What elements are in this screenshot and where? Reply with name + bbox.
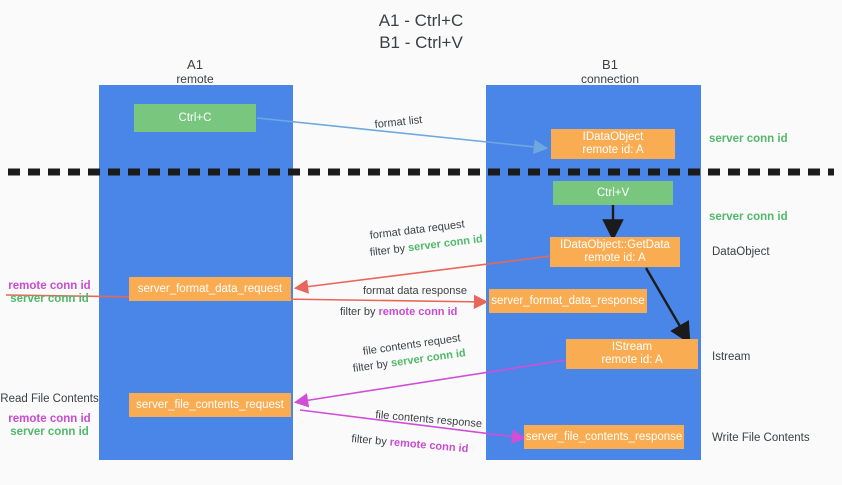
right-label-istream: Istream bbox=[712, 350, 750, 364]
box-ctrl-c-label: Ctrl+C bbox=[179, 112, 212, 125]
right-label-dataobject: DataObject bbox=[712, 245, 770, 259]
box-istream-remote-id: remote id: A bbox=[601, 354, 662, 367]
edge-label-format-data-response-filter: filter by remote conn id bbox=[340, 305, 457, 319]
right-label-server-conn-id-top: server conn id bbox=[709, 132, 788, 146]
box-server-format-data-response[interactable]: server_format_data_response bbox=[489, 289, 647, 313]
filter-prefix: filter by bbox=[369, 242, 409, 259]
box-idataobject-remote-id: remote id: A bbox=[582, 144, 643, 157]
column-header-b1-subtitle: connection bbox=[540, 72, 680, 86]
box-server-format-data-response-label: server_format_data_response bbox=[491, 295, 644, 308]
box-ctrl-c[interactable]: Ctrl+C bbox=[134, 104, 256, 132]
box-server-file-contents-request[interactable]: server_file_contents_request bbox=[129, 393, 291, 417]
box-ctrl-v-label: Ctrl+V bbox=[597, 187, 629, 200]
box-server-file-contents-response-label: server_file_contents_response bbox=[526, 431, 683, 444]
column-header-a1: A1 remote bbox=[130, 58, 260, 86]
box-server-file-contents-request-label: server_file_contents_request bbox=[136, 399, 284, 412]
box-idataobject-label: IDataObject bbox=[583, 131, 644, 144]
right-label-server-conn-id-second: server conn id bbox=[709, 210, 788, 224]
right-label-write-file-contents: Write File Contents bbox=[712, 431, 810, 445]
title-line-2: B1 - Ctrl+V bbox=[0, 32, 842, 54]
filter-prefix: filter by bbox=[352, 358, 392, 375]
box-idataobject[interactable]: IDataObject remote id: A bbox=[551, 129, 675, 159]
edge-label-file-contents-response-filter: filter by remote conn id bbox=[351, 432, 469, 456]
box-idataobject-getdata[interactable]: IDataObject::GetData remote id: A bbox=[550, 237, 680, 267]
box-server-format-data-request-label: server_format_data_request bbox=[138, 283, 282, 296]
page-title: A1 - Ctrl+C B1 - Ctrl+V bbox=[0, 10, 842, 54]
edge-label-file-contents-response: file contents response bbox=[375, 408, 483, 431]
filter-value-remote-conn-id: remote conn id bbox=[389, 436, 469, 455]
filter-value-remote-conn-id: remote conn id bbox=[379, 306, 458, 318]
box-idataobject-getdata-remote-id: remote id: A bbox=[584, 252, 645, 265]
title-line-1: A1 - Ctrl+C bbox=[0, 10, 842, 32]
box-server-format-data-request[interactable]: server_format_data_request bbox=[129, 277, 291, 301]
edge-label-format-list: format list bbox=[374, 113, 423, 132]
left-label-format-server-conn-id: server conn id bbox=[0, 292, 99, 306]
column-header-a1-name: A1 bbox=[130, 58, 260, 72]
column-header-b1-name: B1 bbox=[540, 58, 680, 72]
column-header-a1-subtitle: remote bbox=[130, 72, 260, 86]
left-label-file-server-conn-id: server conn id bbox=[0, 425, 99, 439]
column-header-b1: B1 connection bbox=[540, 58, 680, 86]
left-label-file-remote-conn-id: remote conn id bbox=[0, 412, 99, 426]
box-ctrl-v[interactable]: Ctrl+V bbox=[553, 181, 673, 205]
filter-prefix: filter by bbox=[340, 306, 379, 318]
box-idataobject-getdata-label: IDataObject::GetData bbox=[560, 239, 670, 252]
box-istream[interactable]: IStream remote id: A bbox=[566, 339, 698, 369]
box-istream-label: IStream bbox=[612, 341, 652, 354]
filter-prefix: filter by bbox=[351, 433, 390, 448]
left-label-format-remote-conn-id: remote conn id bbox=[0, 279, 99, 293]
box-server-file-contents-response[interactable]: server_file_contents_response bbox=[524, 425, 684, 449]
left-label-read-file-contents: Read File Contents bbox=[0, 392, 99, 406]
edge-label-format-data-response: format data response bbox=[363, 284, 467, 298]
